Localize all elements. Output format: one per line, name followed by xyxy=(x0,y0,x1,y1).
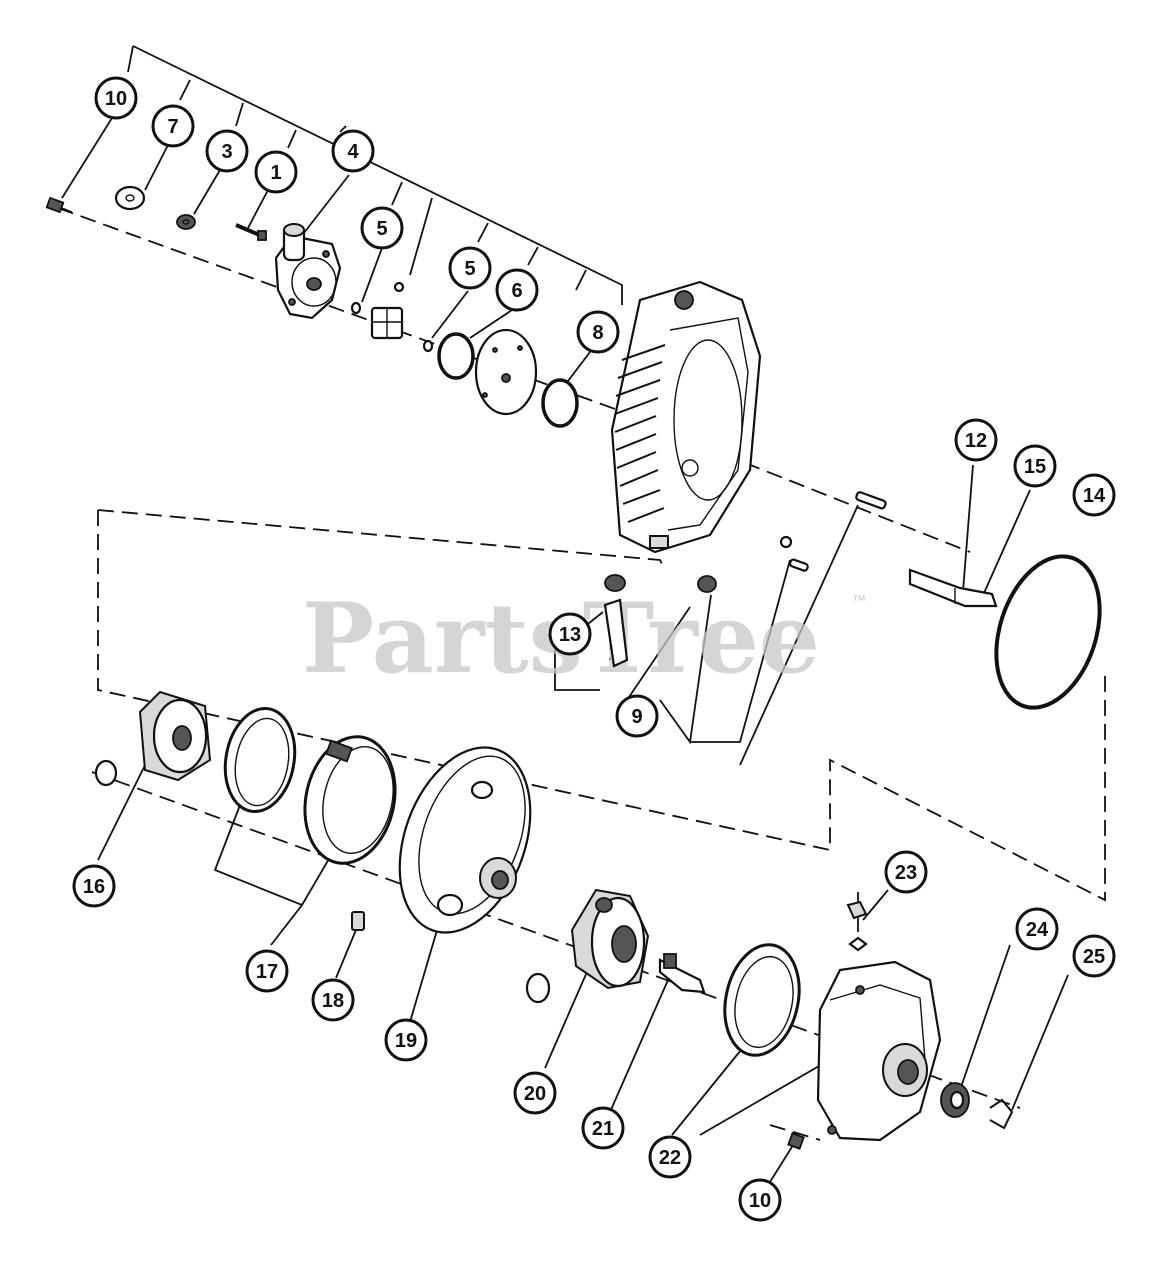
svg-text:25: 25 xyxy=(1083,946,1105,968)
svg-text:23: 23 xyxy=(895,862,917,884)
callout-15: 15 xyxy=(1013,444,1057,488)
group-leader-lines xyxy=(61,45,1069,1183)
svg-text:6: 6 xyxy=(511,280,522,302)
bolt-part xyxy=(235,223,267,241)
callout-5-lower: 5 xyxy=(448,246,492,290)
svg-text:12: 12 xyxy=(965,430,987,452)
svg-text:13: 13 xyxy=(559,624,581,646)
callout-24: 24 xyxy=(1015,907,1059,951)
rear-housing-part xyxy=(816,960,942,1142)
bearing-part xyxy=(940,1082,970,1118)
callout-6: 6 xyxy=(495,268,539,312)
clip-part xyxy=(989,1098,1014,1130)
svg-text:17: 17 xyxy=(256,961,278,983)
pin-part xyxy=(351,911,365,931)
svg-text:1: 1 xyxy=(270,162,281,184)
svg-text:10: 10 xyxy=(105,88,127,110)
callout-10-bottom: 10 xyxy=(738,1178,782,1222)
ring-part xyxy=(223,706,297,814)
bushing-part xyxy=(603,574,629,668)
callout-3: 3 xyxy=(205,129,249,173)
svg-text:18: 18 xyxy=(322,990,344,1012)
callout-9: 9 xyxy=(615,694,659,738)
large-o-ring-part xyxy=(994,554,1102,710)
svg-text:16: 16 xyxy=(83,876,105,898)
callout-1: 1 xyxy=(254,150,298,194)
watermark-trademark: ™ xyxy=(852,592,866,608)
callout-22: 22 xyxy=(648,1135,692,1179)
plug-part xyxy=(846,900,868,952)
clutch-band-part xyxy=(303,735,397,865)
svg-text:8: 8 xyxy=(592,322,603,344)
callout-20: 20 xyxy=(513,1071,557,1115)
parts xyxy=(45,185,1102,1150)
callout-12: 12 xyxy=(954,418,998,462)
svg-text:22: 22 xyxy=(659,1147,681,1169)
svg-text:5: 5 xyxy=(376,218,387,240)
callout-13: 13 xyxy=(548,612,592,656)
callout-17: 17 xyxy=(245,949,289,993)
callout-16: 16 xyxy=(72,864,116,908)
shaft-part xyxy=(658,953,706,994)
callout-18: 18 xyxy=(311,978,355,1022)
svg-text:7: 7 xyxy=(167,116,178,138)
callouts: 10 7 3 1 4 5 5 6 8 12 15 14 13 9 16 xyxy=(72,76,1116,1222)
callout-23: 23 xyxy=(884,850,928,894)
svg-text:24: 24 xyxy=(1026,919,1049,941)
gear-housing-part xyxy=(610,280,762,554)
nut-part xyxy=(176,214,196,230)
callout-21: 21 xyxy=(581,1106,625,1150)
screw-part xyxy=(787,1132,805,1150)
svg-text:4: 4 xyxy=(347,141,359,163)
cover-plate-part xyxy=(398,746,532,934)
callout-8: 8 xyxy=(576,310,620,354)
svg-text:3: 3 xyxy=(221,141,232,163)
impeller-part xyxy=(370,306,404,340)
ring-part xyxy=(723,943,801,1057)
callout-10-top: 10 xyxy=(94,76,138,120)
o-ring-part xyxy=(541,378,579,428)
svg-text:20: 20 xyxy=(524,1083,546,1105)
svg-text:9: 9 xyxy=(631,706,642,728)
pump-housing-part xyxy=(274,223,342,320)
screw-part xyxy=(45,196,73,214)
callout-25: 25 xyxy=(1072,934,1116,978)
svg-text:14: 14 xyxy=(1083,485,1106,507)
hub-part xyxy=(525,888,650,1004)
svg-text:19: 19 xyxy=(395,1030,417,1052)
callout-7: 7 xyxy=(151,104,195,148)
pin-part xyxy=(697,491,887,593)
callout-19: 19 xyxy=(384,1018,428,1062)
svg-text:21: 21 xyxy=(592,1118,614,1140)
washer-part xyxy=(114,185,146,211)
svg-text:5: 5 xyxy=(464,258,475,280)
shaft-part xyxy=(908,568,998,608)
o-ring-part xyxy=(437,332,475,380)
callout-14: 14 xyxy=(1072,473,1116,517)
svg-text:15: 15 xyxy=(1024,456,1046,478)
callout-5-upper: 5 xyxy=(360,206,404,250)
collar-part xyxy=(94,690,212,787)
plate-part xyxy=(474,328,538,416)
svg-text:10: 10 xyxy=(749,1190,771,1212)
callout-4: 4 xyxy=(331,129,375,173)
seal-part xyxy=(350,281,434,353)
